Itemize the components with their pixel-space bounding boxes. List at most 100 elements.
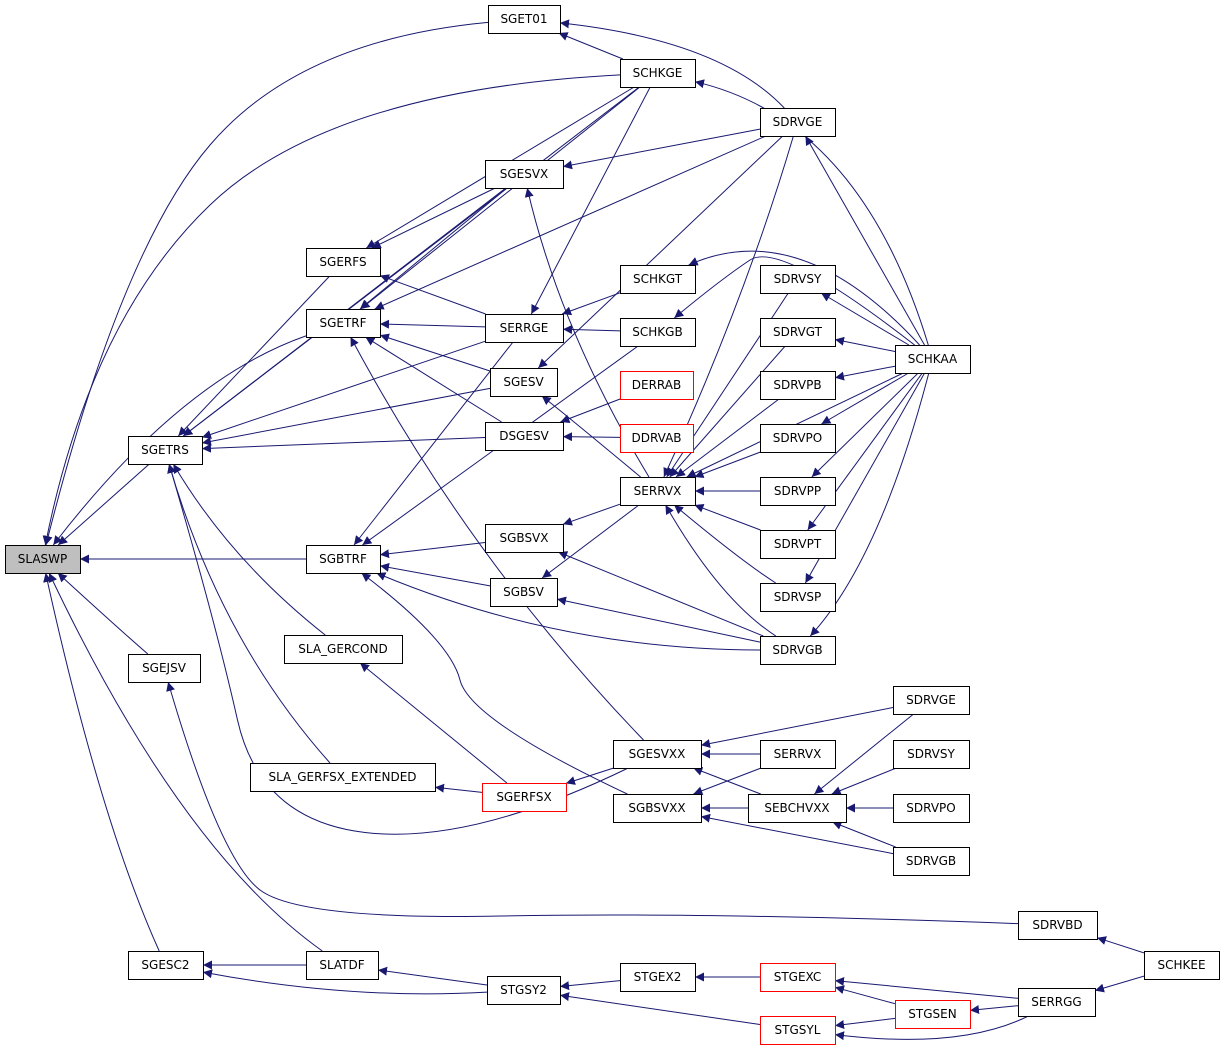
node-sgbsvxx[interactable]: SGBSVXX	[613, 794, 702, 823]
node-dsgesv[interactable]: DSGESV	[485, 422, 564, 451]
edge-line	[201, 387, 491, 446]
edge-schkge-to-serrge	[530, 86, 651, 315]
edge-stgex2-to-stgsy2	[559, 980, 621, 991]
edge-line	[694, 79, 929, 346]
node-sdrvsy1[interactable]: SDRVSY	[760, 265, 836, 294]
node-stgex2[interactable]: STGEX2	[620, 963, 696, 992]
node-box	[488, 5, 561, 34]
node-label: SDRVPP	[774, 484, 821, 498]
edge-sgbsvx-to-sgbtrf	[379, 542, 486, 559]
node-sgesvxx[interactable]: SGESVXX	[613, 740, 702, 769]
edge-sdrvpt-to-serrvx1	[694, 503, 761, 531]
node-label: SERRVX	[634, 484, 682, 498]
node-serrge[interactable]: SERRGE	[485, 314, 564, 343]
node-sgejsv[interactable]: SGEJSV	[128, 654, 201, 683]
node-sget01[interactable]: SGET01	[488, 5, 561, 34]
edge-line	[201, 437, 486, 453]
edge-line	[834, 336, 896, 352]
node-sla_gercond[interactable]: SLA_GERCOND	[284, 635, 403, 664]
node-label: SCHKGE	[633, 66, 683, 80]
edge-sdrvgb1-to-sgbsvx	[558, 551, 764, 637]
node-box	[485, 524, 564, 553]
node-sgbtrf[interactable]: SGBTRF	[306, 545, 381, 574]
node-label: SERRGG	[1031, 995, 1081, 1009]
edge-line	[562, 503, 621, 526]
node-box	[485, 422, 564, 451]
node-schkgt[interactable]: SCHKGT	[620, 265, 696, 294]
node-sdrvpb[interactable]: SDRVPB	[760, 371, 836, 400]
node-sgesc2[interactable]: SGESC2	[128, 951, 204, 980]
node-sdrvgb1[interactable]: SDRVGB	[760, 636, 836, 665]
edge-line	[177, 275, 331, 437]
node-sgesv[interactable]: SGESV	[490, 368, 558, 397]
edge-serrgg-to-stgsen	[969, 1005, 1019, 1015]
node-sdrvpt[interactable]: SDRVPT	[760, 530, 836, 559]
node-schkaa[interactable]: SCHKAA	[895, 345, 971, 374]
node-stgsyl[interactable]: STGSYL	[760, 1016, 836, 1045]
node-sdrvpo1[interactable]: SDRVPO	[760, 424, 836, 453]
edge-schkaa-to-sdrvpp	[811, 372, 919, 478]
edge-line	[167, 463, 629, 835]
node-sebchvxx[interactable]: SEBCHVXX	[748, 794, 847, 823]
node-sdrvbd[interactable]: SDRVBD	[1018, 911, 1098, 940]
node-sdrvgt[interactable]: SDRVGT	[760, 318, 836, 347]
node-sdrvsp[interactable]: SDRVSP	[760, 583, 836, 612]
edge-schkgb-to-serrge	[562, 324, 621, 334]
node-stgsen[interactable]: STGSEN	[895, 1000, 971, 1029]
edge-sdrvsy2-to-sebchvxx	[831, 767, 897, 795]
edge-stgsyl-to-stgsy2	[559, 992, 761, 1025]
edge-sla_gercond-to-sgetrs	[172, 463, 326, 636]
node-derrab[interactable]: DERRAB	[620, 371, 694, 400]
node-box	[306, 309, 381, 338]
edge-line	[379, 274, 486, 315]
node-stgsy2[interactable]: STGSY2	[487, 976, 561, 1005]
node-sdrvpp[interactable]: SDRVPP	[760, 477, 836, 506]
edge-sdrvgb1-to-sgbsv	[556, 596, 761, 643]
node-box	[306, 545, 381, 574]
node-schkge[interactable]: SCHKGE	[620, 59, 696, 88]
node-box	[760, 371, 836, 400]
node-sdrvsy2[interactable]: SDRVSY	[893, 740, 970, 769]
edge-schkaa-to-sdrvpb	[834, 365, 896, 381]
node-stgexc[interactable]: STGEXC	[760, 963, 836, 992]
node-sdrvpo2[interactable]: SDRVPO	[893, 794, 970, 823]
node-label: SDRVSY	[907, 747, 955, 761]
edge-line	[379, 562, 491, 587]
node-schkgb[interactable]: SCHKGB	[620, 318, 696, 347]
edge-line	[537, 135, 784, 369]
node-serrvx2[interactable]: SERRVX	[760, 740, 836, 769]
edge-line	[559, 980, 621, 991]
node-box	[895, 345, 971, 374]
edge-sdrvge1-to-sgesvx	[562, 128, 761, 170]
node-sgbsv[interactable]: SGBSV	[490, 578, 558, 607]
node-ddrvab[interactable]: DDRVAB	[620, 424, 694, 453]
node-sdrvgb2[interactable]: SDRVGB	[893, 847, 970, 876]
node-box	[1018, 911, 1098, 940]
node-sgetrf[interactable]: SGETRF	[306, 309, 381, 338]
edge-sgerfsx-to-sla_gercond	[359, 662, 508, 784]
node-sgerfsx[interactable]: SGERFSX	[482, 783, 567, 812]
node-sdrvge2[interactable]: SDRVGE	[893, 686, 970, 715]
node-serrgg[interactable]: SERRGG	[1018, 988, 1096, 1017]
edge-line	[814, 713, 914, 795]
edge-line	[374, 135, 767, 310]
node-sla_gerfsx_extended[interactable]: SLA_GERFSX_EXTENDED	[250, 763, 436, 792]
node-box	[760, 108, 836, 137]
node-sdrvge1[interactable]: SDRVGE	[760, 108, 836, 137]
node-sgbsvx[interactable]: SGBSVX	[485, 524, 564, 553]
edge-line	[1096, 936, 1145, 954]
node-slatdf[interactable]: SLATDF	[306, 951, 379, 980]
node-schkee[interactable]: SCHKEE	[1144, 951, 1220, 980]
edge-line	[834, 1015, 1029, 1041]
node-sgerfs[interactable]: SGERFS	[306, 248, 381, 277]
edge-sdrvgb2-to-sgbsvxx	[700, 813, 894, 855]
edge-schkgt-to-serrge	[561, 292, 621, 316]
edge-serrvx2-to-sgbsvxx	[693, 767, 762, 795]
node-serrvx1[interactable]: SERRVX	[620, 477, 696, 506]
edge-sdrvgt-to-serrvx1	[669, 345, 786, 478]
edge-line	[379, 542, 486, 559]
node-sgetrs[interactable]: SGETRS	[128, 436, 203, 465]
edge-line	[820, 292, 910, 346]
edge-line	[669, 345, 786, 478]
node-sgesvx[interactable]: SGESVX	[485, 160, 564, 189]
